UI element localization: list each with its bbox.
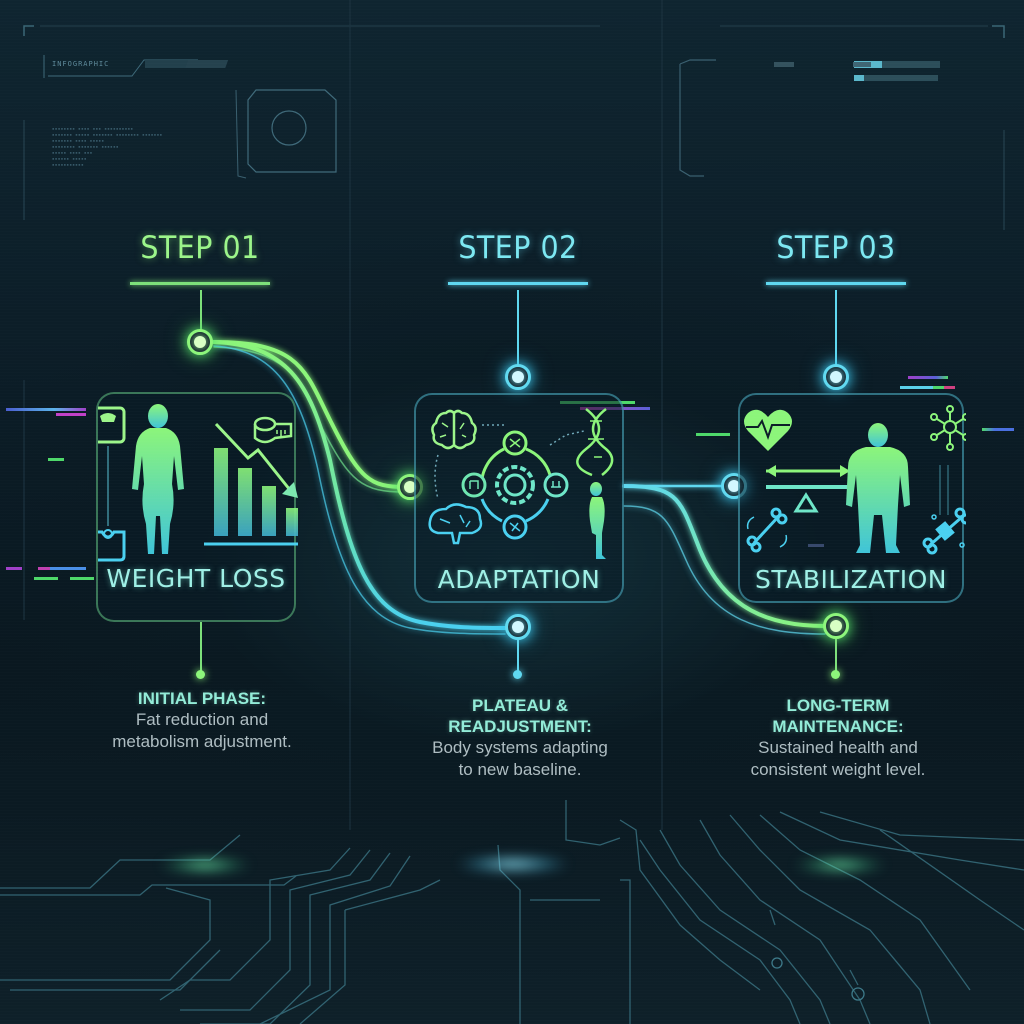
brain-icon xyxy=(428,503,483,545)
glitch-bar xyxy=(34,577,94,580)
step-03-rule xyxy=(766,282,906,285)
step-02-node-bottom xyxy=(505,614,531,640)
step-01-rule xyxy=(130,282,270,285)
hud-code-line: ▪▪▪▪▪ ▪▪▪▪ ▪▪▪ xyxy=(52,150,93,155)
circuit-traces xyxy=(0,800,1024,1024)
glitch-bar xyxy=(6,567,86,570)
floor-glow-green xyxy=(160,858,250,872)
bone-repair-icon xyxy=(922,507,966,555)
step-02-desc-head-2: READJUSTMENT: xyxy=(448,717,592,736)
step-03-node-top xyxy=(823,364,849,390)
step-02-stem xyxy=(517,290,519,366)
measuring-tape-icon xyxy=(253,416,293,444)
step-03-label: STEP 03 xyxy=(776,230,896,266)
step-01-node-top xyxy=(187,329,213,355)
body-female-icon xyxy=(132,404,184,554)
step-03-desc-line-1: Sustained health and xyxy=(758,738,918,757)
step-02-panel: ADAPTATION xyxy=(414,393,624,603)
step-01-header: STEP 01 xyxy=(110,230,290,266)
step-02-node-top xyxy=(505,364,531,390)
balance-icon xyxy=(766,465,850,513)
glitch-bar xyxy=(900,386,955,389)
glitch-bar xyxy=(982,428,1014,431)
step-01-stem xyxy=(200,290,202,332)
step-02-header: STEP 02 xyxy=(428,230,608,266)
step-03-node-bottom xyxy=(823,613,849,639)
scale-icon xyxy=(98,406,126,444)
step-03-desc-head-2: MAINTENANCE: xyxy=(772,717,904,736)
step-01-description: INITIAL PHASE: Fat reduction and metabol… xyxy=(52,688,352,753)
scale-icon xyxy=(98,529,126,562)
step-01-desc-head: INITIAL PHASE: xyxy=(137,689,267,708)
glitch-bar xyxy=(908,376,948,379)
step-02-desc-line-2: to new baseline. xyxy=(458,760,582,779)
brain-icon xyxy=(431,409,477,450)
glitch-bar xyxy=(48,458,64,461)
step-02-stem-dot xyxy=(513,670,522,679)
step-03-panel: STABILIZATION xyxy=(738,393,966,603)
hud-code-line: ▪▪▪▪▪▪▪▪ ▪▪▪▪ ▪▪▪ ▪▪▪▪▪▪▪▪▪▪ xyxy=(52,126,134,131)
step-01-title: WEIGHT LOSS xyxy=(106,564,286,593)
bar-chart-down-icon xyxy=(204,422,298,546)
step-03-stem-bottom xyxy=(835,639,837,672)
floor-glow-cyan xyxy=(458,856,568,872)
step-03-header: STEP 03 xyxy=(746,230,926,266)
glitch-bar xyxy=(696,433,730,436)
bone-icon xyxy=(746,507,788,553)
step-01-label: STEP 01 xyxy=(140,230,260,266)
glitch-bar xyxy=(6,408,86,411)
heart-pulse-icon xyxy=(744,409,792,451)
step-01-desc-line-1: Fat reduction and xyxy=(135,710,269,729)
step-02-label: STEP 02 xyxy=(458,230,578,266)
step-01-stem-bottom xyxy=(200,622,202,672)
dna-icon xyxy=(576,408,614,477)
step-03-stem xyxy=(835,290,837,366)
step-01-desc-line-2: metabolism adjustment. xyxy=(112,732,292,751)
hud-code-line: ▪▪▪▪▪▪▪▪ ▪▪▪▪▪▪▪ ▪▪▪▪▪▪ xyxy=(52,144,119,149)
step-02-title: ADAPTATION xyxy=(437,565,601,594)
step-03-desc-head-1: LONG-TERM xyxy=(786,696,890,715)
glitch-bar xyxy=(56,413,86,416)
step-02-description: PLATEAU & READJUSTMENT: Body systems ada… xyxy=(370,695,670,781)
gear-cycle-icon xyxy=(461,430,569,540)
hud-code-line: ▪▪▪▪▪▪▪ ▪▪▪▪▪ ▪▪▪▪▪▪▪ ▪▪▪▪▪▪▪▪ ▪▪▪▪▪▪▪ xyxy=(52,132,163,137)
hud-code-line: ▪▪▪▪▪▪▪▪▪▪▪ xyxy=(52,162,84,167)
step-02-stem-bottom xyxy=(517,640,519,672)
step-01-icons xyxy=(98,404,298,562)
step-03-title: STABILIZATION xyxy=(755,565,947,594)
step-01-panel: WEIGHT LOSS xyxy=(96,392,298,622)
molecule-icon xyxy=(930,405,966,451)
step-01-stem-dot xyxy=(196,670,205,679)
body-profile-icon xyxy=(589,482,606,559)
step-03-icons xyxy=(744,405,966,555)
body-male-icon xyxy=(846,423,910,553)
step-03-stem-dot xyxy=(831,670,840,679)
floor-glow-green xyxy=(795,858,885,872)
hud-label: INFOGRAPHIC xyxy=(52,60,110,68)
hud-code-line: ▪▪▪▪▪▪▪ ▪▪▪▪ ▪▪▪▪▪ xyxy=(52,138,105,143)
step-02-icons xyxy=(428,408,614,559)
step-03-desc-line-2: consistent weight level. xyxy=(750,760,926,779)
hud-code-line: ▪▪▪▪▪▪ ▪▪▪▪▪ xyxy=(52,156,87,161)
step-02-desc-line-1: Body systems adapting xyxy=(432,738,608,757)
step-03-description: LONG-TERM MAINTENANCE: Sustained health … xyxy=(688,695,988,781)
step-02-rule xyxy=(448,282,588,285)
step-02-desc-head-1: PLATEAU & xyxy=(471,696,568,715)
